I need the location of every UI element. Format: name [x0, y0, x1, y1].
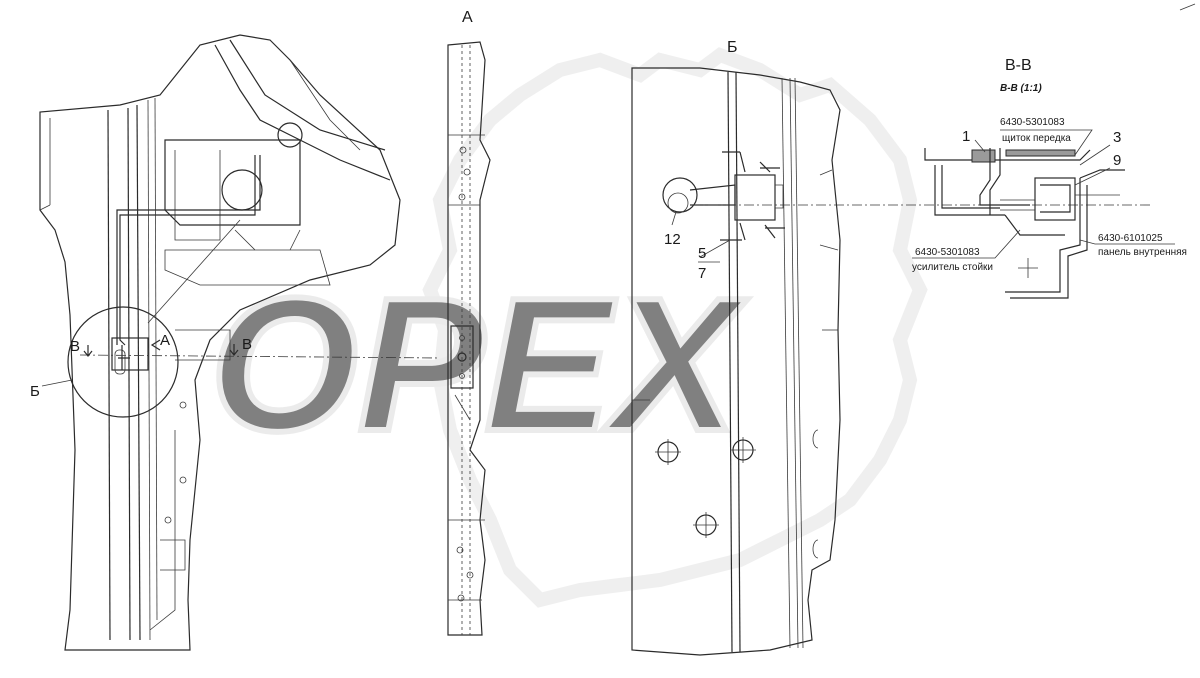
- part-name-3: панель внутренняя: [1098, 247, 1187, 258]
- callout-3: 3: [1113, 129, 1121, 146]
- part-code-1: 6430-5301083: [1000, 117, 1065, 128]
- view-b-holes: [655, 429, 819, 559]
- callout-1: 1: [962, 128, 970, 145]
- main-view: В В А Б: [30, 34, 441, 651]
- view-a-title: А: [462, 9, 473, 26]
- watermark-logo: OPEX: [207, 47, 928, 608]
- view-b: Б 12 5: [631, 39, 1150, 656]
- callout-9: 9: [1113, 152, 1121, 169]
- callout-12: 12: [664, 231, 681, 248]
- part-code-2: 6430-5301083: [915, 247, 980, 258]
- view-a: А: [447, 9, 491, 636]
- section-title: В-В: [1005, 57, 1032, 74]
- view-b-title: Б: [727, 39, 738, 56]
- cut-a-label: А: [160, 332, 170, 349]
- cut-v-right-label: В: [242, 336, 252, 353]
- part-name-2: усилитель стойки: [912, 262, 993, 273]
- part-name-1: щиток передка: [1002, 133, 1071, 144]
- cut-v-left-label: В: [70, 338, 80, 355]
- corner-mark: [1179, 3, 1196, 11]
- section-vv: В-В В-В (1:1) 1 3 9 6430-5301083 щиток п…: [912, 57, 1187, 299]
- callout-5: 5: [698, 245, 706, 262]
- section-scale: В-В (1:1): [1000, 83, 1042, 94]
- callout-7: 7: [698, 265, 706, 282]
- part-code-3: 6430-6101025: [1098, 233, 1163, 244]
- watermark-text: OPEX: [210, 259, 748, 471]
- detail-b-marker: Б: [30, 383, 40, 400]
- detail-b-circle: [67, 306, 179, 418]
